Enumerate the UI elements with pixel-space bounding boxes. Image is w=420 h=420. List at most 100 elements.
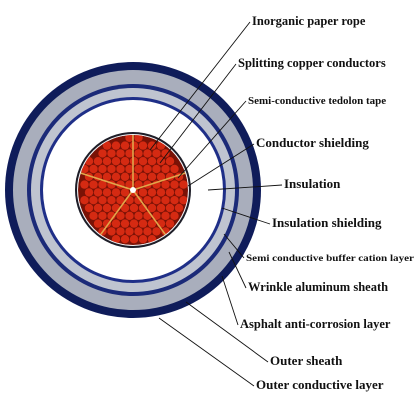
copper-strand (165, 188, 175, 197)
copper-strand (98, 149, 107, 158)
label-inorganic-paper-rope: Inorganic paper rope (252, 14, 366, 28)
copper-strand (102, 219, 112, 228)
copper-strand (93, 157, 103, 166)
copper-strand (93, 219, 103, 228)
copper-strand (80, 196, 89, 205)
copper-strand (120, 219, 130, 228)
leader-line (177, 100, 247, 179)
label-insulation: Insulation (284, 176, 341, 191)
leader-line (187, 143, 255, 187)
copper-strand (102, 203, 112, 213)
copper-strand (174, 188, 184, 197)
rope-segment-line (99, 189, 134, 236)
copper-strand (134, 135, 143, 143)
leader-line (221, 207, 271, 225)
label-splitting-copper-conductors: Splitting copper conductors (238, 56, 386, 70)
copper-strand (143, 227, 152, 236)
label-semi-conductive-tedolon-tape: Semi-conductive tedolon tape (248, 95, 386, 107)
copper-strand (89, 180, 98, 189)
copper-strand (89, 196, 98, 205)
copper-strand (152, 196, 161, 205)
rope-segment-line (79, 171, 134, 191)
copper-strand (125, 164, 134, 174)
copper-strand (147, 219, 157, 228)
label-semi-conductive-buffer-layer: Semi conductive buffer cation layer (246, 253, 414, 263)
copper-strand (165, 203, 175, 213)
label-outer-sheath: Outer sheath (270, 353, 343, 368)
copper-strand (89, 211, 98, 220)
copper-strand (102, 188, 112, 197)
copper-strand (147, 172, 157, 181)
copper-strand (143, 149, 152, 158)
copper-strand (143, 164, 152, 174)
label-wrinkle-aluminum-sheath: Wrinkle aluminum sheath (248, 280, 388, 294)
copper-strand (174, 203, 184, 213)
leader-line (221, 275, 239, 326)
copper-strand (120, 157, 130, 166)
copper-strand (134, 227, 143, 236)
copper-strand (156, 203, 166, 213)
copper-strand (102, 172, 112, 181)
copper-strand (179, 196, 188, 205)
leader-line (158, 317, 255, 387)
copper-strand (134, 149, 143, 158)
copper-strand (170, 196, 179, 205)
core-center-dot (130, 187, 136, 193)
copper-strand (98, 180, 107, 189)
copper-strand (102, 141, 112, 150)
copper-strand (120, 172, 130, 181)
copper-strand (116, 196, 125, 205)
copper-strand (116, 164, 125, 174)
copper-strand (138, 235, 148, 244)
callout-leader-lines (149, 21, 283, 387)
label-outer-conductive-layer: Outer conductive layer (256, 377, 384, 392)
copper-strand (116, 211, 125, 220)
copper-strand (98, 196, 107, 205)
copper-strand (129, 157, 139, 166)
copper-strand (165, 219, 175, 228)
copper-strand (125, 211, 134, 220)
copper-strand (134, 211, 143, 220)
copper-strand (161, 149, 170, 158)
copper-strand (152, 149, 161, 158)
label-asphalt-anti-corrosion-layer: Asphalt anti-corrosion layer (240, 317, 391, 331)
copper-strand (111, 235, 121, 244)
copper-strand (161, 180, 170, 189)
label-conductor-shielding: Conductor shielding (256, 135, 369, 150)
copper-strand (147, 203, 157, 213)
copper-strand (129, 235, 139, 244)
leader-line (207, 184, 283, 191)
rope-segment-line (132, 171, 187, 191)
copper-strand (107, 227, 116, 236)
copper-strand (125, 135, 134, 143)
copper-strand (111, 172, 121, 181)
copper-strand (89, 164, 98, 174)
copper-strand (134, 164, 143, 174)
copper-strand (93, 203, 103, 213)
inorganic-paper-rope-lines (79, 135, 187, 236)
copper-strand (120, 235, 130, 244)
copper-strand (98, 164, 107, 174)
copper-strand (84, 203, 94, 213)
copper-strand (165, 157, 175, 166)
copper-strand (138, 219, 148, 228)
copper-strand (129, 172, 139, 181)
copper-strand (161, 196, 170, 205)
copper-strand (161, 211, 170, 220)
copper-strand (170, 164, 179, 174)
copper-strand (125, 149, 134, 158)
callout-labels: Inorganic paper rope Splitting copper co… (238, 14, 414, 392)
copper-strand (111, 157, 121, 166)
copper-strands (80, 135, 188, 244)
copper-strand (147, 188, 157, 197)
copper-strand (116, 149, 125, 158)
copper-strand (138, 157, 148, 166)
copper-strand (156, 172, 166, 181)
copper-strand (120, 141, 130, 150)
copper-strand (138, 141, 148, 150)
label-insulation-shielding: Insulation shielding (272, 215, 382, 230)
copper-strand (138, 188, 148, 197)
leader-line (223, 233, 245, 259)
copper-strand (170, 211, 179, 220)
copper-strand (111, 219, 121, 228)
